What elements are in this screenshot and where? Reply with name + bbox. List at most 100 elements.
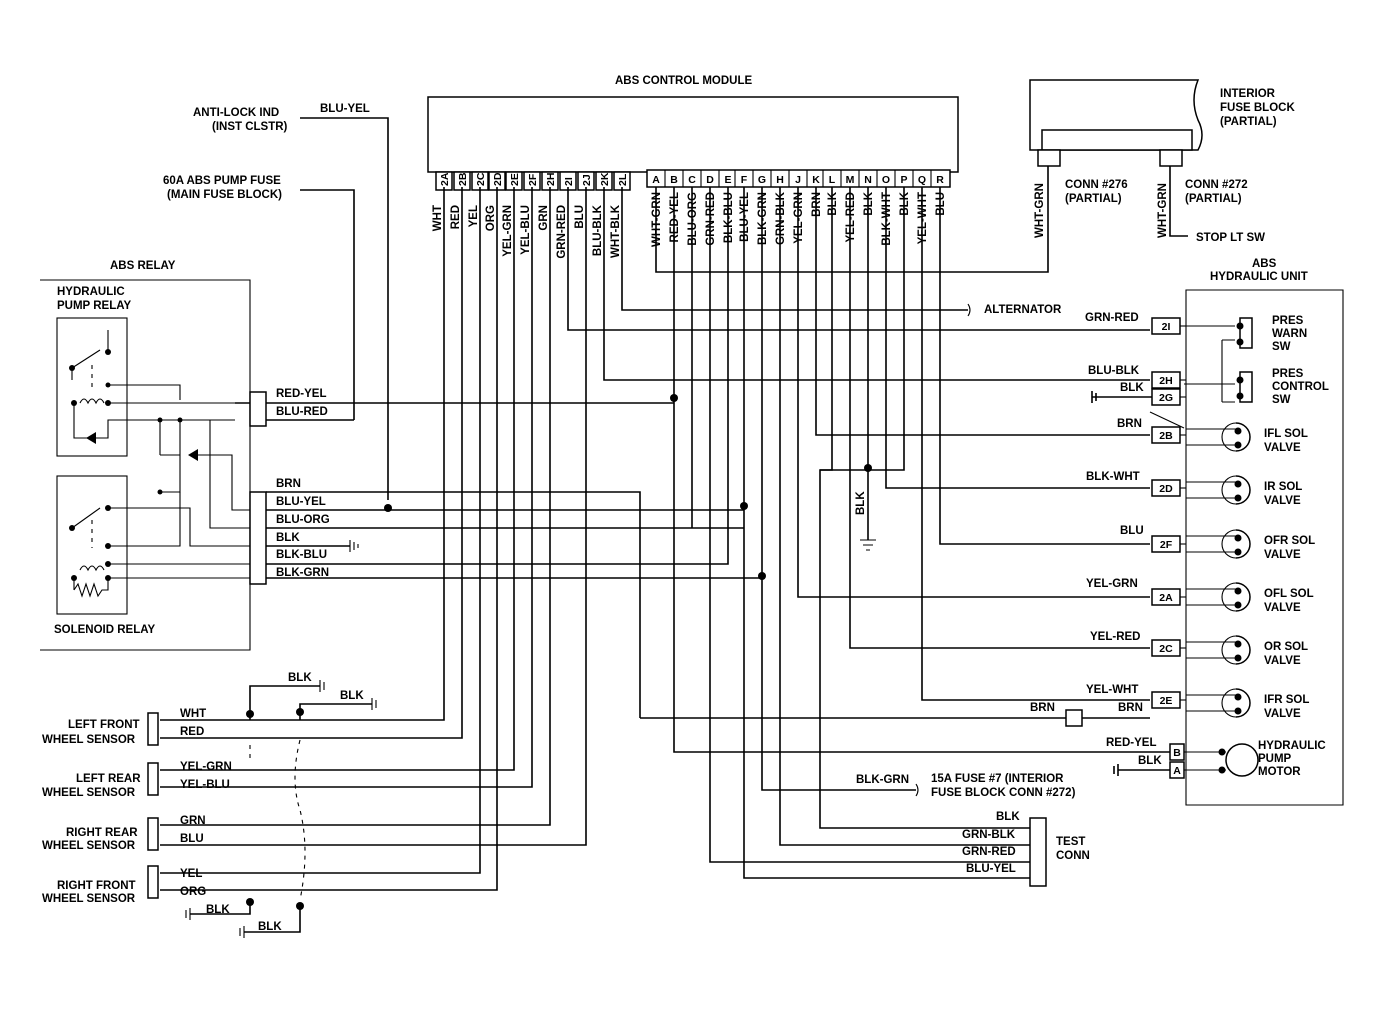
lf-sensor-label2: WHEEL SENSOR: [42, 734, 136, 746]
module-pin-label: P: [900, 174, 907, 186]
hydraulic-pin-label: 2G: [1159, 392, 1173, 404]
module-wire-label: BRN: [811, 192, 823, 217]
motor-label2: PUMP: [1258, 753, 1292, 765]
abs-control-module: ABS CONTROL MODULE 2AWHT2BRED2CYEL2DORG2…: [427, 75, 959, 259]
pump-motor-symbol: [1225, 743, 1259, 777]
hydraulic-unit-outline: [1185, 289, 1344, 806]
sensor-wire-wht: WHT: [180, 708, 206, 720]
lr-sensor-connector: [147, 762, 159, 796]
module-pin-label: 2H: [545, 173, 557, 186]
hyd-wire-blk-wht: BLK-WHT: [1086, 471, 1140, 483]
rr-sensor-label1: RIGHT REAR: [66, 827, 138, 839]
hyd-wire-yel-red: YEL-RED: [1090, 631, 1140, 643]
hydraulic-pin-label: 2C: [1159, 643, 1173, 655]
module-right-wire-runs: BLK: [673, 187, 1170, 879]
hyd-wire-brn: BRN: [1117, 418, 1142, 430]
pres-warn-label1: PRES: [1272, 315, 1304, 327]
pump-relay-box: [56, 317, 128, 457]
valve-label-sub: VALVE: [1264, 442, 1301, 454]
module-wire-label: BLU: [574, 205, 586, 229]
relay-wire-blu-org: BLU-ORG: [276, 514, 330, 526]
sensor-wire-blu: BLU: [180, 833, 204, 845]
module-wire-label: YEL-GRN: [502, 205, 514, 257]
module-pin-label: D: [706, 174, 714, 186]
pres-ctrl-label2: CONTROL: [1272, 381, 1329, 393]
module-pin-label: O: [882, 174, 890, 186]
relay-wire-blk-blu: BLK-BLU: [276, 549, 327, 561]
hyd-wire-brn-2: BRN: [1118, 702, 1143, 714]
test-connector: BLK GRN-BLK GRN-RED BLU-YEL TEST CONN: [962, 811, 1090, 887]
hydraulic-pin-label: 2A: [1159, 592, 1173, 604]
interior-fuse-block: INTERIOR FUSE BLOCK (PARTIAL) CONN #276 …: [655, 79, 1295, 273]
conn-272-terminal: [1159, 149, 1183, 167]
module-wire-label: BLU: [935, 192, 947, 216]
module-title: ABS CONTROL MODULE: [615, 75, 752, 87]
anti-lock-sublabel: (INST CLSTR): [212, 121, 288, 133]
fuse-block-wire2-label: WHT-GRN: [1157, 183, 1169, 238]
abs-hydraulic-unit: ABS HYDRAULIC UNIT 2I2H2G2B2D2F2A2C2EBA …: [640, 258, 1344, 806]
module-wire-label: WHT-BLK: [610, 204, 622, 258]
pres-warn-label2: WARN: [1272, 328, 1307, 340]
module-wire-label: BLK-BLU: [723, 192, 735, 243]
shield-blk-2: BLK: [340, 690, 364, 702]
anti-lock-label: ANTI-LOCK IND: [193, 107, 279, 119]
hydraulic-pin-label: 2B: [1159, 430, 1173, 442]
module-wire-label: BLK: [899, 191, 911, 215]
relay-connector-upper: [249, 391, 267, 427]
module-wire-label: ORG: [485, 205, 497, 231]
motor-label3: MOTOR: [1258, 766, 1301, 778]
anti-lock-indicator: ANTI-LOCK IND (INST CLSTR) BLU-YEL: [193, 103, 389, 500]
valve-label: IFL SOL: [1264, 428, 1308, 440]
alternator-label: ALTERNATOR: [984, 304, 1062, 316]
module-wire-label: YEL-GRN: [793, 192, 805, 244]
sensor-wire-grn: GRN: [180, 815, 206, 827]
module-wire-label: GRN-RED: [556, 205, 568, 259]
module-pin-label: H: [776, 174, 784, 186]
pres-ctrl-label3: SW: [1272, 394, 1291, 406]
test-conn-label2: CONN: [1056, 850, 1090, 862]
module-pins-right: AWHT-GRNBRED-YELCBLU-ORGDGRN-REDEBLK-BLU…: [646, 169, 951, 247]
module-wire-label: YEL-RED: [845, 192, 857, 242]
rf-sensor-label1: RIGHT FRONT: [57, 880, 136, 892]
hyd-wire-grn-red: GRN-RED: [1085, 312, 1139, 324]
relay-wire-blk: BLK: [276, 532, 300, 544]
relay-wire-red-yel: RED-YEL: [276, 388, 326, 400]
fuse15-wire-label: BLK-GRN: [856, 774, 909, 786]
valve-label: OFR SOL: [1264, 535, 1315, 547]
conn-272-sublabel: (PARTIAL): [1185, 193, 1242, 205]
module-pin-label: R: [936, 174, 944, 186]
module-pin-label: 2C: [475, 172, 487, 186]
hyd-wire-blk: BLK: [1120, 382, 1144, 394]
motor-label1: HYDRAULIC: [1258, 740, 1326, 752]
conn-276-terminal: [1037, 149, 1061, 167]
rr-sensor-label2: WHEEL SENSOR: [42, 840, 136, 852]
fuse15-label2: FUSE BLOCK CONN #272): [931, 787, 1076, 799]
test-conn-label1: TEST: [1056, 836, 1085, 848]
sensor-wire-yel-blu: YEL-BLU: [180, 779, 230, 791]
relay-wire-blu-red: BLU-RED: [276, 406, 328, 418]
module-pin-label: Q: [918, 174, 926, 186]
fuse-block-title2: FUSE BLOCK: [1220, 102, 1295, 114]
conn-272-label: CONN #272: [1185, 179, 1248, 191]
module-wire-label: RED-YEL: [669, 192, 681, 242]
shield-blk-3: BLK: [206, 904, 230, 916]
wht-grn-fuse-wire: [655, 166, 1049, 273]
module-pin-label: 2J: [581, 174, 593, 186]
lr-sensor-label1: LEFT REAR: [76, 773, 141, 785]
valve-label-sub: VALVE: [1264, 549, 1301, 561]
module-pin-label: N: [864, 174, 872, 186]
module-wire-label: BLU-YEL: [739, 192, 751, 242]
relay-wire-blk-grn: BLK-GRN: [276, 567, 329, 579]
abs-relay-outline: [40, 279, 251, 651]
solenoid-relay-label: SOLENOID RELAY: [54, 624, 156, 636]
pump-fuse-sublabel: (MAIN FUSE BLOCK): [167, 189, 282, 201]
test-wire-grn-red: GRN-RED: [962, 846, 1016, 858]
relay-connector-lower: [249, 491, 267, 585]
module-wire-label: BLK-GRN: [757, 192, 769, 245]
valve-label-sub: VALVE: [1264, 655, 1301, 667]
module-pin-label: 2B: [457, 172, 469, 186]
hydraulic-title2: HYDRAULIC UNIT: [1210, 271, 1308, 283]
rr-sensor-connector: [147, 817, 159, 851]
module-pin-label: M: [846, 174, 855, 186]
